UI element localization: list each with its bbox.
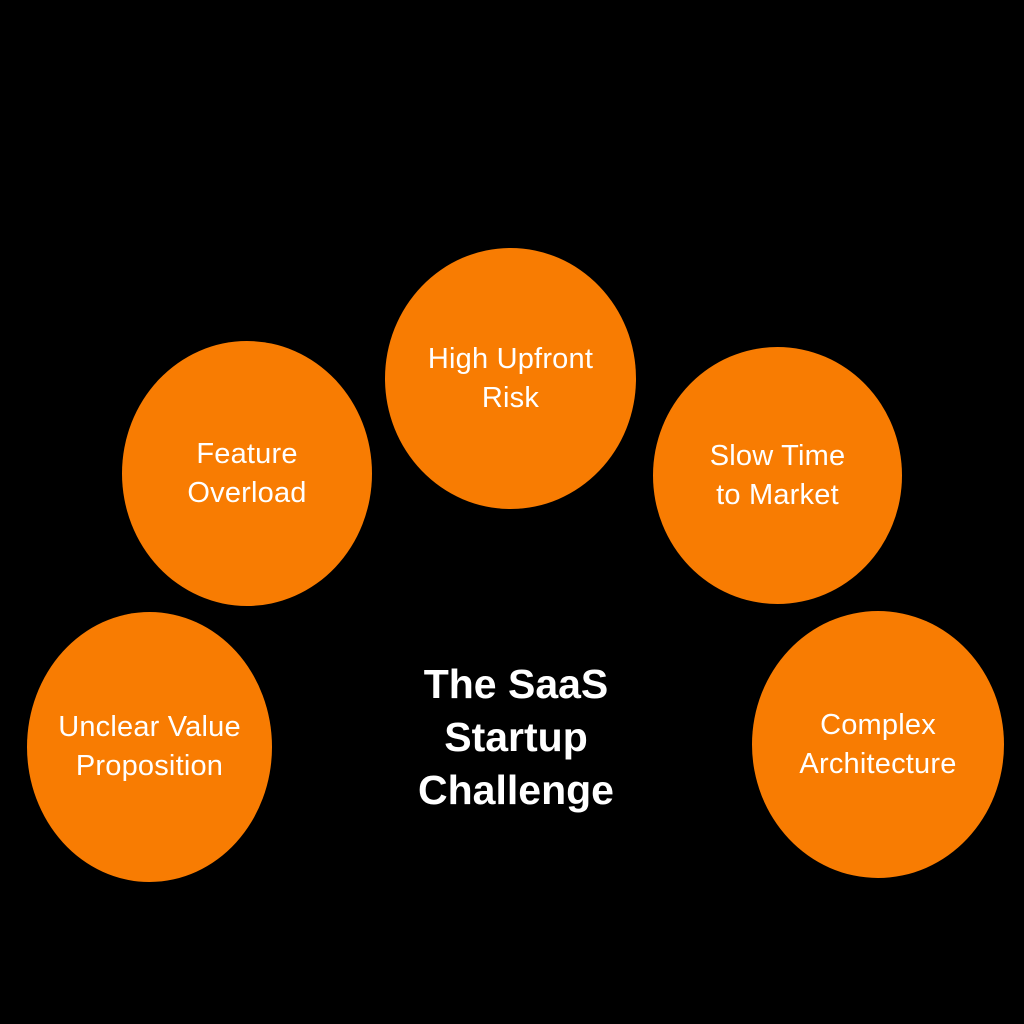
node-label-line: to Market bbox=[716, 478, 839, 511]
node-label-line: Overload bbox=[187, 476, 307, 509]
node-label: High Upfront Risk bbox=[428, 340, 593, 418]
node-label-line: Unclear Value bbox=[58, 711, 241, 743]
node-label-line: Risk bbox=[481, 381, 540, 414]
node-label-line: Proposition bbox=[75, 750, 224, 782]
node-label-line: Architecture bbox=[799, 747, 957, 780]
node-label-line: Feature bbox=[196, 437, 298, 470]
diagram-title-line: The SaaS bbox=[423, 661, 609, 707]
diagram-title-line: Challenge bbox=[418, 767, 614, 813]
node-label: Complex Architecture bbox=[799, 706, 956, 784]
node-label: Slow Time to Market bbox=[710, 437, 846, 515]
node-label: Feature Overload bbox=[187, 435, 306, 513]
diagram-title-line: Startup bbox=[444, 714, 588, 760]
node-label: Unclear Value Proposition bbox=[58, 708, 241, 786]
node-high-upfront-risk: High Upfront Risk bbox=[385, 248, 636, 509]
node-complex-architecture: Complex Architecture bbox=[752, 611, 1004, 878]
node-slow-time-to-market: Slow Time to Market bbox=[653, 347, 902, 604]
node-label-line: Slow Time bbox=[709, 439, 846, 472]
node-label-line: High Upfront bbox=[427, 342, 594, 375]
node-unclear-value-proposition: Unclear Value Proposition bbox=[27, 612, 272, 882]
diagram-title: The SaaS Startup Challenge bbox=[356, 658, 676, 817]
node-feature-overload: Feature Overload bbox=[122, 341, 372, 606]
node-label-line: Complex bbox=[820, 708, 936, 741]
